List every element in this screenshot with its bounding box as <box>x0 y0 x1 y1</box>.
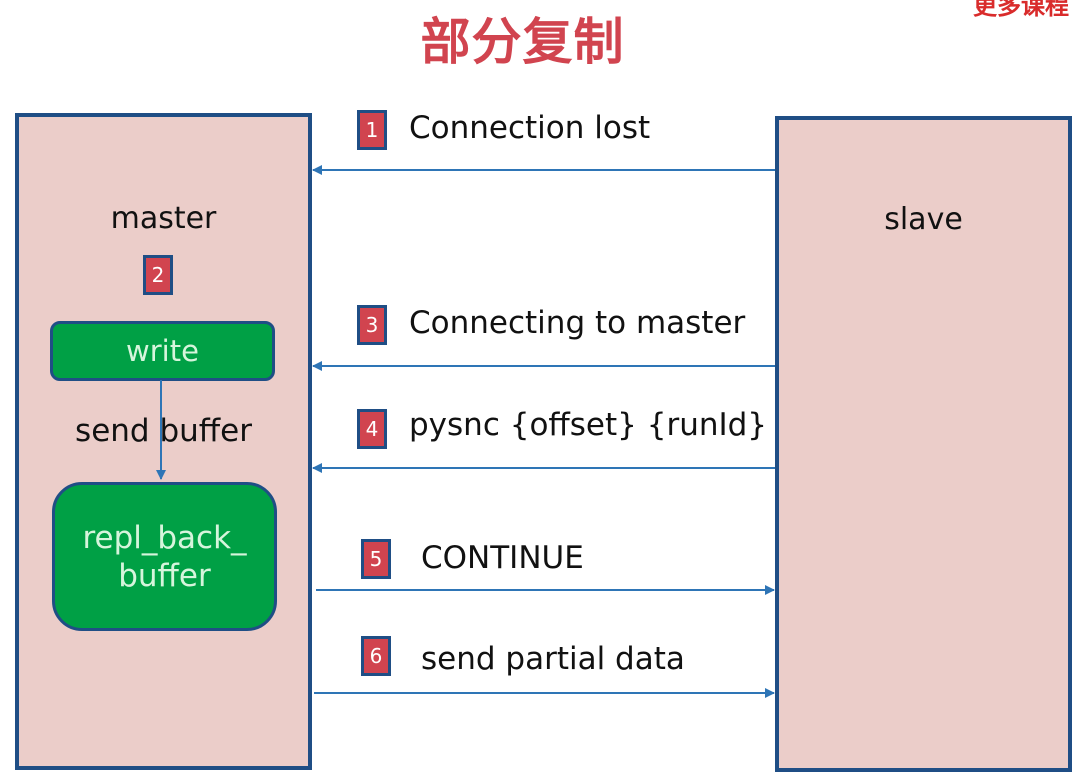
repl-back-buffer-box: repl_back_ buffer <box>52 482 277 631</box>
repl-buffer-label-line1: repl_back_ <box>82 520 247 556</box>
slave-label: slave <box>884 202 963 237</box>
write-box: write <box>50 321 275 381</box>
master-node: master 2 write send buffer repl_back_ bu… <box>15 113 312 770</box>
message-label-continue: CONTINUE <box>421 540 584 576</box>
repl-buffer-label-line2: buffer <box>118 558 211 594</box>
slave-node: slave <box>775 116 1072 772</box>
send-buffer-label: send buffer <box>75 413 252 449</box>
step-badge-3: 3 <box>357 305 387 345</box>
page-title: 部分复制 <box>420 13 625 71</box>
step-badge-5: 5 <box>361 539 391 579</box>
step-badge-2: 2 <box>143 255 173 295</box>
message-label-send-partial: send partial data <box>421 641 685 677</box>
watermark: 更多课程 <box>973 0 1069 20</box>
message-label-connection-lost: Connection lost <box>409 110 651 146</box>
master-label: master <box>110 201 217 236</box>
step-badge-1: 1 <box>357 110 387 150</box>
step-badge-6: 6 <box>361 636 391 676</box>
step-badge-4: 4 <box>357 409 387 449</box>
message-label-psync: pysnc {offset} {runId} <box>409 407 768 443</box>
message-label-connecting: Connecting to master <box>409 305 746 341</box>
